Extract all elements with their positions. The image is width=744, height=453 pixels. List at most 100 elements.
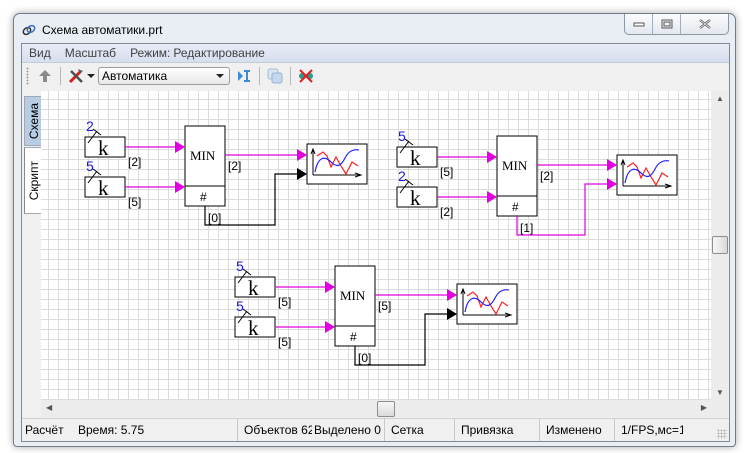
plot-series-red	[466, 291, 509, 316]
status-mode: Расчёт	[25, 423, 64, 437]
plot-x-axis	[313, 172, 363, 178]
constant-block[interactable]: k2[2]	[396, 168, 453, 219]
min-output-value-label: [2]	[540, 169, 553, 183]
constant-block-handle-icon	[237, 268, 252, 284]
diagram-group[interactable]: k5[5]k2[2]MIN#[2][1]	[396, 128, 678, 236]
step-button[interactable]	[234, 66, 254, 86]
plot-y-axis	[620, 158, 626, 186]
plot-block[interactable]	[306, 143, 368, 185]
tab-scheme[interactable]: Схема	[24, 96, 42, 146]
status-modified: Изменено	[540, 419, 615, 441]
constant-block-handle-icon	[399, 138, 414, 154]
minimize-button[interactable]	[625, 14, 653, 34]
diagram-group[interactable]: k2[2]k5[5]MIN#[2][0]	[84, 118, 368, 226]
scroll-down-icon[interactable]: ▼	[716, 388, 724, 397]
min-block[interactable]: MIN#[5]	[334, 265, 391, 347]
status-grid[interactable]: Сетка	[385, 419, 455, 441]
constant-block[interactable]: k5[5]	[84, 158, 141, 209]
signal-arrow-icon	[325, 281, 335, 293]
toolbar: Автоматика	[22, 63, 729, 89]
min-block-index-port: #	[350, 330, 357, 344]
signal-link[interactable]	[516, 183, 616, 236]
min-output-value-label: [2]	[228, 159, 241, 173]
vertical-scroll-thumb[interactable]	[712, 236, 728, 254]
constant-block[interactable]: k5[5]	[234, 258, 291, 309]
status-snap[interactable]: Привязка	[455, 419, 540, 441]
signal-arrow-icon	[297, 149, 307, 161]
up-arrow-icon	[39, 70, 51, 82]
diagram-svg[interactable]: k2[2]k5[5]MIN#[2][0]k5[5]k2[2]MIN#[2][1]…	[41, 91, 711, 400]
tab-script-label: Скрипт	[26, 160, 41, 201]
step-icon	[238, 70, 250, 82]
up-button[interactable]	[35, 66, 55, 86]
min-block-index-port: #	[512, 200, 519, 214]
min-block-body[interactable]	[496, 135, 538, 217]
horizontal-scrollbar[interactable]: ◀ ▶	[41, 400, 711, 417]
title-bar[interactable]: Схема автоматики.prt	[14, 14, 735, 44]
tools-dropdown-button[interactable]	[86, 66, 96, 86]
horizontal-scroll-thumb[interactable]	[377, 401, 395, 417]
toolbar-grip[interactable]	[26, 67, 29, 85]
plot-block[interactable]	[616, 154, 678, 196]
menu-mode-value[interactable]: Редактирование	[173, 46, 265, 60]
menu-view[interactable]: Вид	[29, 46, 51, 60]
resize-grip[interactable]	[717, 429, 727, 439]
tab-script[interactable]: Скрипт	[24, 147, 42, 214]
signal-arrow-icon	[487, 151, 497, 163]
vertical-scrollbar[interactable]: ▲ ▼	[711, 91, 728, 400]
maximize-icon	[661, 19, 672, 29]
menu-mode[interactable]: Режим:	[130, 46, 171, 60]
plot-series-blue	[624, 160, 670, 184]
scheme-select-value: Автоматика	[102, 69, 168, 83]
tools-button[interactable]	[66, 66, 86, 86]
delete-link-button[interactable]	[296, 66, 316, 86]
chevron-down-icon	[216, 74, 224, 78]
output-value-label: [2]	[128, 155, 141, 169]
toolbar-separator	[290, 67, 291, 85]
scheme-select[interactable]: Автоматика	[98, 67, 230, 85]
output-value-label: [5]	[278, 335, 291, 349]
control-link[interactable]	[354, 313, 456, 366]
plot-x-axis	[463, 312, 513, 318]
plot-block[interactable]	[456, 283, 518, 325]
app-window: Схема автоматики.prt Вид Масштаб Режим: …	[13, 13, 736, 447]
index-value-label: [1]	[520, 221, 533, 235]
side-tabs: Схема Скрипт	[22, 91, 42, 413]
maximize-button[interactable]	[653, 14, 681, 34]
close-button[interactable]	[681, 14, 728, 34]
output-value-label: [5]	[440, 165, 453, 179]
constant-value: 5	[86, 158, 94, 174]
min-block-label: MIN	[502, 158, 528, 173]
constant-block-label: k	[248, 316, 259, 340]
constant-block-handle-icon	[87, 168, 102, 184]
dropdown-arrow-icon	[87, 74, 95, 78]
menu-scale[interactable]: Масштаб	[64, 46, 117, 60]
min-block[interactable]: MIN # [2]	[496, 135, 553, 217]
plot-icon	[460, 287, 513, 318]
close-icon	[698, 19, 711, 29]
constant-value: 2	[86, 118, 94, 134]
delete-link-icon	[299, 69, 313, 83]
diagram-group[interactable]: k5[5]k5[5]MIN#[5][0]	[234, 258, 518, 366]
output-value-label: [2]	[440, 205, 453, 219]
constant-block[interactable]: k5[5]	[234, 298, 291, 349]
min-block-body[interactable]	[334, 265, 376, 347]
window-title: Схема автоматики.prt	[42, 23, 163, 37]
control-link[interactable]	[204, 173, 306, 226]
status-time: Время: 5.75	[78, 419, 238, 441]
constant-value: 5	[236, 258, 244, 274]
layers-button[interactable]	[265, 66, 285, 86]
constant-block-handle-icon	[399, 178, 414, 194]
window-controls	[624, 14, 729, 35]
min-block[interactable]: MIN#[2]	[184, 125, 241, 207]
min-block-body[interactable]	[184, 125, 226, 207]
control-arrow-icon	[297, 168, 307, 180]
app-link-icon	[22, 24, 36, 36]
scroll-up-icon[interactable]: ▲	[716, 94, 724, 103]
scroll-left-icon[interactable]: ◀	[46, 403, 53, 412]
scroll-right-icon[interactable]: ▶	[700, 403, 707, 412]
plot-icon	[310, 147, 363, 178]
output-value-label: [5]	[278, 295, 291, 309]
status-objects: Объектов 62	[244, 423, 312, 437]
